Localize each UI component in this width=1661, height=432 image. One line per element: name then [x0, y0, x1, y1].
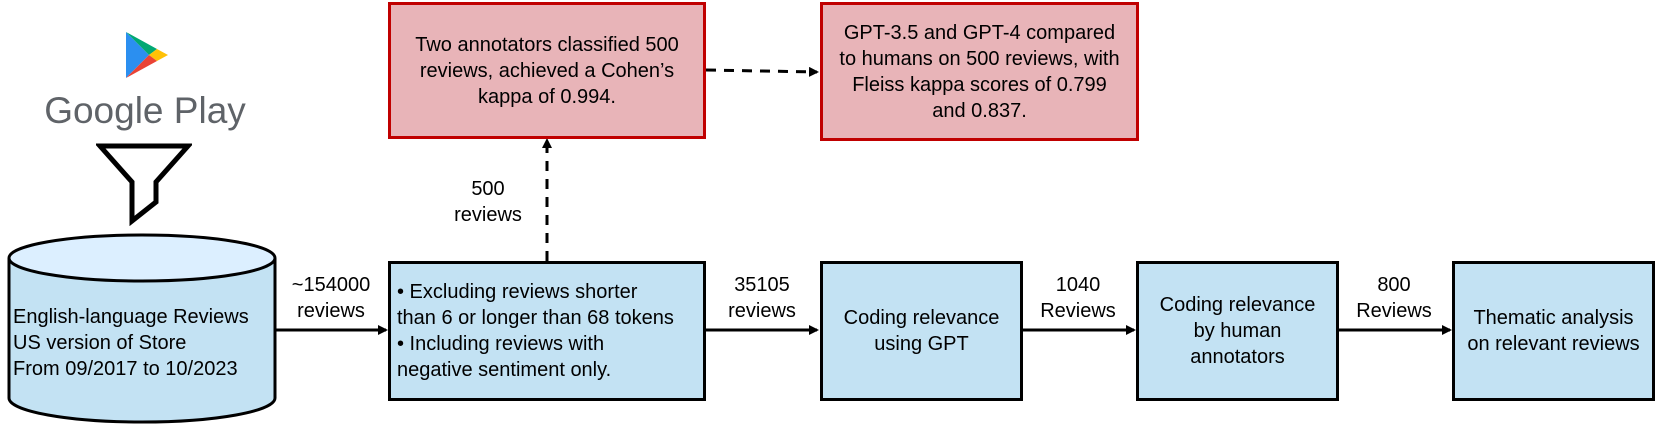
database-line: From 09/2017 to 10/2023	[13, 358, 238, 380]
edge-label-unit: reviews	[297, 300, 365, 322]
edge-label-count: 1040	[1055, 274, 1101, 296]
gpt-comparison-line: to humans on 500 reviews, with	[839, 47, 1120, 70]
edge-label-count: ~154000	[291, 274, 371, 296]
edge-label-count: 500	[471, 178, 505, 200]
gpt-coding-line: Coding relevance	[843, 307, 1000, 329]
gpt-relevance-coding-box: Coding relevance using GPT	[820, 261, 1023, 401]
gpt-comparison-line: and 0.837.	[932, 99, 1027, 122]
annotator-agreement-line: reviews, achieved a Cohen’s	[419, 59, 675, 82]
human-coding-line: by human	[1193, 320, 1282, 342]
database-line: US version of Store	[13, 332, 187, 354]
edge-label-unit: Reviews	[1356, 300, 1432, 322]
filter-criteria-line: negative sentiment only.	[397, 359, 612, 381]
edge-label-filter-to-gpt: 35105 reviews	[708, 272, 816, 324]
human-coding-line: Coding relevance	[1159, 294, 1316, 316]
edge-label-db-to-filter: ~154000 reviews	[276, 272, 386, 324]
funnel-filter-icon	[96, 143, 192, 226]
edge-label-human-to-thematic: 800 Reviews	[1340, 272, 1448, 324]
filter-criteria-line: • Excluding reviews shorter	[397, 281, 638, 303]
gpt-comparison-line: GPT-3.5 and GPT-4 compared	[843, 21, 1116, 44]
thematic-analysis-box: Thematic analysis on relevant reviews	[1452, 261, 1655, 401]
edge-label-unit: Reviews	[1040, 300, 1116, 322]
thematic-analysis-line: Thematic analysis	[1473, 307, 1634, 329]
edge-label-filter-to-annotators: 500 reviews	[438, 176, 538, 228]
google-play-wordmark: Google Play	[44, 90, 246, 131]
google-play-logo-icon	[126, 32, 168, 78]
filter-criteria-box: • Excluding reviews shorter than 6 or lo…	[388, 261, 706, 401]
reviews-database-cylinder	[7, 233, 277, 424]
gpt-human-comparison-box: GPT-3.5 and GPT-4 compared to humans on …	[820, 2, 1139, 141]
database-description: English-language Reviews US version of S…	[13, 304, 273, 382]
annotator-agreement-line: Two annotators classified 500	[415, 33, 679, 56]
human-relevance-coding-box: Coding relevance by human annotators	[1136, 261, 1339, 401]
edge-label-count: 35105	[734, 274, 790, 296]
filter-criteria-line: • Including reviews with	[397, 333, 605, 355]
gpt-comparison-line: Fleiss kappa scores of 0.799	[852, 73, 1107, 96]
annotator-agreement-line: kappa of 0.994.	[478, 85, 616, 108]
database-line: English-language Reviews	[13, 306, 249, 328]
edge-label-gpt-to-human: 1040 Reviews	[1024, 272, 1132, 324]
gpt-coding-line: using GPT	[874, 333, 969, 355]
filter-criteria-line: than 6 or longer than 68 tokens	[397, 307, 674, 329]
thematic-analysis-line: on relevant reviews	[1467, 333, 1640, 355]
human-annotator-agreement-box: Two annotators classified 500 reviews, a…	[388, 2, 706, 139]
edge-label-unit: reviews	[454, 204, 522, 226]
arrow-annotators-to-gpt-compare	[705, 66, 819, 77]
edge-label-count: 800	[1377, 274, 1411, 296]
edge-label-unit: reviews	[728, 300, 796, 322]
human-coding-line: annotators	[1190, 346, 1285, 368]
